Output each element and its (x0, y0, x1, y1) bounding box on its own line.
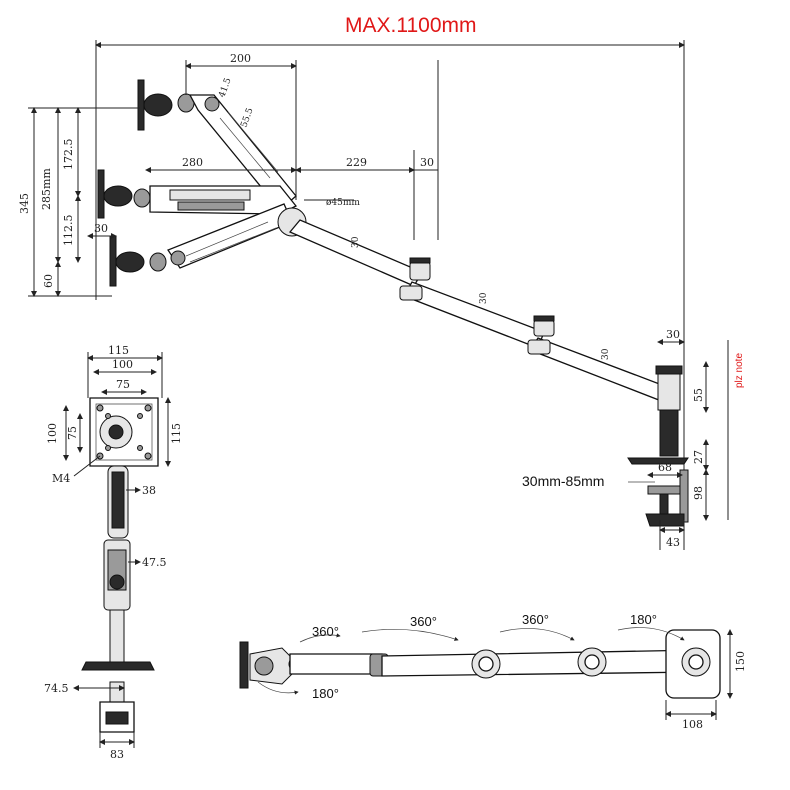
top-joint-1 (471, 649, 501, 679)
dim-172-5: 172.5 (62, 139, 75, 171)
segment-label-3: 30 (601, 348, 611, 360)
rotation-label-1: 360° (312, 624, 339, 639)
segment-label-1: 30 (351, 236, 361, 248)
front-dimension-lines (63, 352, 171, 748)
dim-55: 55 (692, 388, 705, 402)
side-dimension-lines (28, 60, 729, 550)
dim-108: 108 (682, 718, 703, 731)
top-vesa-plate (239, 641, 249, 689)
rotation-arcs (257, 627, 685, 695)
dim-41-5: 41.5 (217, 77, 233, 100)
dim-75-left: 75 (66, 426, 79, 440)
dim-74-5: 74.5 (44, 682, 69, 695)
dim-27: 27 (692, 450, 705, 464)
dim-115-right: 115 (170, 423, 183, 444)
segment-label-2: 30 (479, 292, 489, 304)
rotation-label-3: 360° (522, 612, 549, 627)
front-vesa-plate (89, 397, 159, 467)
top-dimension-lines (665, 629, 733, 720)
dim-115-top: 115 (108, 344, 129, 357)
dim-45-diameter: ø45mm (326, 198, 360, 208)
dim-100-top: 100 (112, 358, 133, 371)
dim-60: 60 (42, 274, 55, 288)
dim-200: 200 (230, 52, 251, 65)
rotation-label-4: 180° (630, 612, 657, 627)
dim-38: 38 (142, 484, 156, 497)
extension-arm-segment-3 (527, 337, 671, 403)
vesa-plate-middle (97, 169, 151, 219)
dim-30-left: 30 (94, 222, 108, 235)
dim-30-top: 30 (420, 156, 434, 169)
plz-note-label: plz note (734, 353, 745, 388)
dim-98: 98 (692, 486, 705, 500)
pole-and-clamp (627, 365, 689, 527)
clamp-range-label: 30mm-85mm (522, 473, 604, 489)
dim-150: 150 (734, 651, 747, 672)
dim-75-top: 75 (116, 378, 130, 391)
top-joint-2 (577, 647, 607, 677)
dim-43: 43 (666, 536, 680, 549)
dim-100-left: 100 (46, 423, 59, 444)
vesa-plate-bottom (109, 235, 167, 287)
front-arm-body (81, 465, 155, 733)
dim-30-pole: 30 (666, 328, 680, 341)
dim-47-5: 47.5 (142, 556, 167, 569)
dim-83: 83 (110, 748, 124, 761)
gas-spring-arm-level (149, 185, 298, 215)
max-reach-title: MAX.1100mm (345, 14, 477, 37)
top-joint-3 (665, 629, 721, 699)
dim-229: 229 (346, 156, 367, 169)
dim-345: 345 (18, 193, 31, 214)
front-view: 115 100 75 100 75 115 M4 38 47.5 74.5 83 (44, 344, 183, 761)
dim-112-5: 112.5 (62, 215, 75, 247)
dim-285mm: 285mm (40, 168, 53, 210)
dim-55-5: 55.5 (239, 107, 255, 130)
rotation-label-5: 180° (312, 686, 339, 701)
extension-arm-segment-2 (399, 281, 555, 349)
gas-spring-arm-down (167, 203, 293, 269)
dim-280: 280 (182, 156, 203, 169)
dim-68: 68 (658, 461, 672, 474)
rotation-label-2: 360° (410, 614, 437, 629)
extension-arm-segment-1 (288, 219, 431, 287)
label-m4: M4 (52, 472, 70, 485)
max-reach-dimension (95, 40, 685, 520)
top-view: 360° 360° 360° 180° 180° 150 108 (239, 612, 747, 731)
